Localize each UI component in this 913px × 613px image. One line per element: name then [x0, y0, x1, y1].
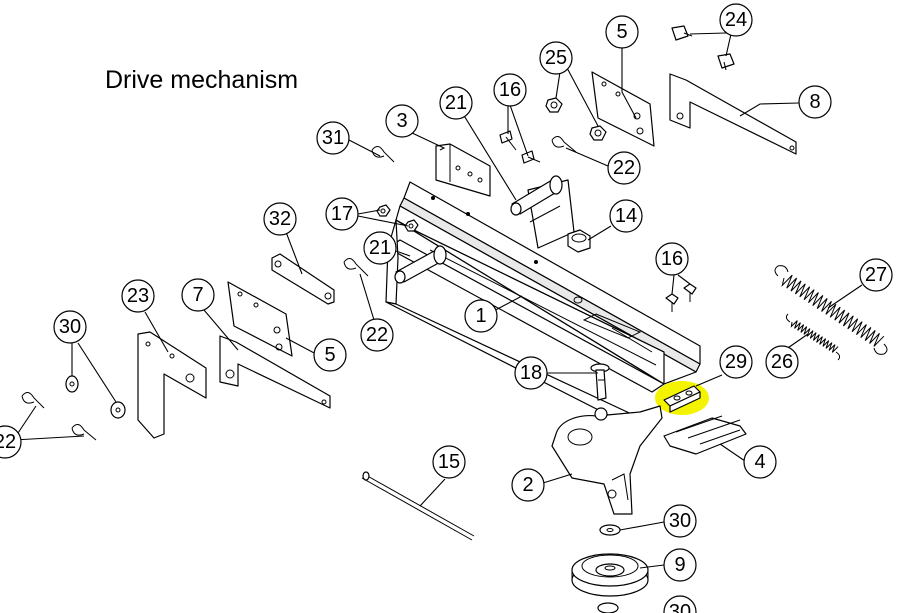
part-29-block-highlighted: [655, 381, 709, 415]
svg-text:14: 14: [615, 205, 637, 227]
part-27-spring: [774, 265, 888, 355]
callout-5-lower: 5: [313, 338, 347, 372]
svg-text:16: 16: [661, 248, 683, 270]
part-18-bolt: [590, 363, 610, 401]
part-22-clip-upper: [551, 136, 577, 153]
svg-text:16: 16: [499, 79, 521, 101]
callout-22-middle: 22: [360, 318, 394, 352]
part-30-washers-left: [65, 375, 126, 419]
svg-text:27: 27: [865, 264, 887, 286]
svg-text:24: 24: [725, 9, 747, 31]
svg-text:9: 9: [674, 554, 685, 576]
callout-21-upper: 21: [439, 86, 473, 120]
svg-text:1: 1: [475, 305, 486, 327]
svg-text:32: 32: [269, 208, 291, 230]
callout-14: 14: [609, 199, 643, 233]
callout-4: 4: [743, 445, 777, 479]
part-25-nuts: [545, 97, 607, 141]
part-22-clips-left: [21, 392, 97, 441]
svg-text:5: 5: [616, 21, 627, 43]
callout-32: 32: [263, 202, 297, 236]
leader-lines: [11, 32, 863, 569]
callout-29: 29: [719, 345, 753, 379]
part-14-nut: [567, 229, 591, 253]
callout-17: 17: [325, 197, 359, 231]
svg-text:30: 30: [59, 316, 81, 338]
callout-24: 24: [719, 3, 753, 37]
svg-text:15: 15: [438, 451, 460, 473]
part-5-plate-lower: [227, 281, 293, 357]
svg-text:22: 22: [613, 157, 635, 179]
callout-9: 9: [663, 548, 697, 582]
diagram-title: Drive mechanism: [105, 66, 299, 94]
svg-text:22: 22: [0, 431, 16, 453]
part-8-arm: [669, 73, 797, 155]
callout-25: 25: [539, 41, 573, 75]
part-32-plate: [271, 253, 335, 305]
svg-text:23: 23: [127, 285, 149, 307]
part-23-plate: [137, 331, 207, 439]
part-16-bolts-upper: [499, 130, 541, 164]
part-30-washer-lower: [599, 524, 621, 536]
part-4-strap: [663, 415, 747, 455]
part-3-bracket: [435, 143, 491, 197]
callout-8: 8: [798, 85, 832, 119]
callout-30-lower: 30: [663, 504, 697, 538]
svg-text:26: 26: [771, 351, 793, 373]
callout-21-middle: 21: [363, 231, 397, 265]
svg-text:21: 21: [445, 92, 467, 114]
svg-text:31: 31: [322, 127, 344, 149]
part-1-frame: [385, 179, 701, 425]
callout-7: 7: [181, 278, 215, 312]
svg-text:30: 30: [669, 510, 691, 532]
part-7-bracket: [219, 335, 331, 409]
svg-text:29: 29: [725, 351, 747, 373]
part-15-rod: [361, 471, 475, 541]
part-24-screws: [671, 25, 735, 71]
part-26-spring: [785, 313, 841, 361]
svg-text:30: 30: [669, 601, 691, 613]
part-31-clip: [371, 146, 395, 163]
callout-3: 3: [385, 104, 419, 138]
callout-16-lower: 16: [655, 242, 689, 276]
part-9-pulley: [571, 553, 649, 597]
callout-23: 23: [121, 279, 155, 313]
callout-15: 15: [432, 445, 466, 479]
svg-text:25: 25: [545, 47, 567, 69]
part-22-clip-middle: [343, 258, 369, 277]
svg-text:22: 22: [366, 324, 388, 346]
callout-30-left: 30: [53, 310, 87, 344]
svg-text:18: 18: [520, 362, 542, 384]
callout-30-bottom: 30: [663, 595, 697, 613]
part-17-nuts: [376, 204, 419, 232]
svg-text:5: 5: [324, 344, 335, 366]
callout-27: 27: [859, 258, 893, 292]
svg-text:7: 7: [192, 284, 203, 306]
svg-text:8: 8: [809, 91, 820, 113]
svg-text:21: 21: [369, 237, 391, 259]
callout-22-left: 22: [0, 425, 22, 459]
part-5-plate-upper: [591, 71, 655, 147]
callout-31: 31: [316, 121, 350, 155]
callout-18: 18: [514, 356, 548, 390]
svg-text:2: 2: [522, 474, 533, 496]
callout-26: 26: [765, 345, 799, 379]
part-2-idler-arm: [551, 405, 663, 515]
callout-2: 2: [511, 468, 545, 502]
part-16-bolts-lower: [665, 283, 697, 312]
part-30-washer-bottom: [597, 602, 619, 613]
callout-5-upper: 5: [605, 15, 639, 49]
callout-16-upper: 16: [493, 73, 527, 107]
callout-22-upper: 22: [607, 151, 641, 185]
svg-text:3: 3: [396, 110, 407, 132]
callout-1: 1: [464, 299, 498, 333]
svg-text:4: 4: [754, 451, 765, 473]
part-21-pins: [394, 175, 563, 284]
svg-text:17: 17: [331, 203, 353, 225]
